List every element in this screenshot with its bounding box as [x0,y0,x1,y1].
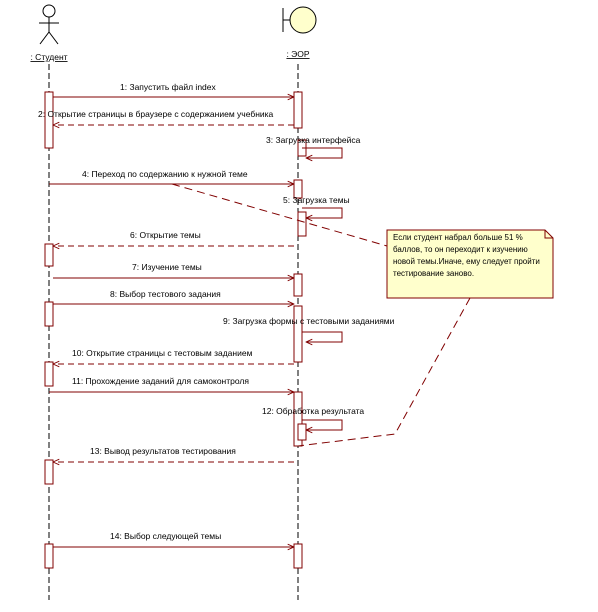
message-label: 4: Переход по содержанию к нужной теме [82,169,248,179]
activation-bar [44,543,54,569]
activation-bar [44,361,54,387]
message-arrow [302,147,343,158]
message-labels: 1: Запустить файл index 2: Открытие стра… [38,82,395,541]
message-label: 1: Запустить файл index [120,82,217,92]
student-actor-icon [39,4,59,45]
eor-lifeline-label: : ЭОР [286,49,309,59]
message-label: 8: Выбор тестового задания [110,289,221,299]
activation-bar [44,91,54,149]
message-label: 13: Вывод результатов тестирования [90,446,236,456]
activation-bar [293,305,303,363]
activation-bar [293,179,303,199]
message-arrow [302,419,343,430]
activation-bar [44,243,54,267]
eor-boundary-icon [282,6,317,34]
activation-bar [44,459,54,485]
student-lifeline-label: : Студент [30,52,67,62]
note-connectors [171,183,471,447]
message-arrow [302,331,343,342]
message-label: 7: Изучение темы [132,262,202,272]
message-label: 5: Загрузка темы [283,195,350,205]
message-label: 14: Выбор следующей темы [110,531,221,541]
activation-bar [297,211,307,237]
activation-bars [44,91,307,569]
activation-bar [297,423,307,441]
message-label: 10: Открытие страницы с тестовым задание… [72,348,253,358]
activation-bar [293,543,303,569]
activation-bar [44,301,54,327]
message-label: 11: Прохождение заданий для самоконтроля [72,376,249,386]
message-label: 2: Открытие страницы в браузере с содерж… [38,109,274,119]
note-shape [386,229,554,299]
activation-bar [293,273,303,297]
note-text: Если студент набрал больше 51 % баллов, … [393,233,540,278]
note-connector [171,183,388,247]
message-label: 6: Открытие темы [130,230,201,240]
message-arrows [49,97,343,547]
activation-bar [293,91,303,129]
message-arrow [302,207,343,218]
message-label: 3: Загрузка интерфейса [266,135,361,145]
message-label: 9: Загрузка формы с тестовыми заданиями [223,316,395,326]
message-label: 12: Обработка результата [262,406,364,416]
